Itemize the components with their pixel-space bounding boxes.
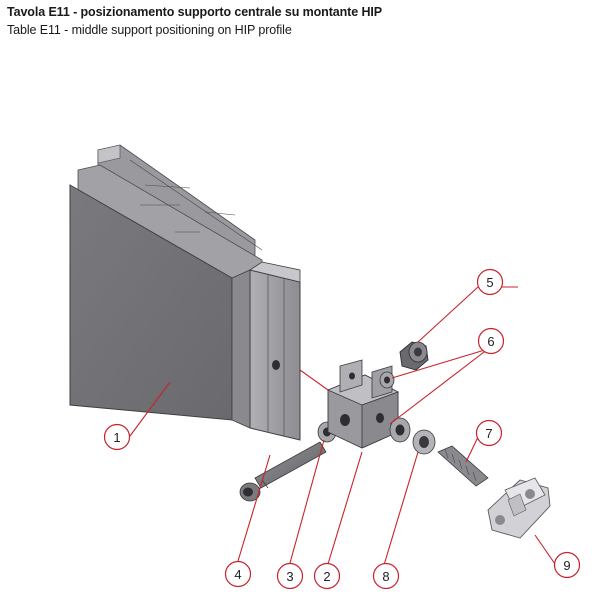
callout-8: 8 bbox=[372, 562, 400, 590]
hip-profile-part bbox=[69, 144, 301, 441]
callout-label-9: 9 bbox=[563, 558, 570, 573]
nut-part bbox=[399, 341, 429, 371]
glass-clamp-part bbox=[487, 477, 551, 539]
washer-part-small bbox=[379, 371, 395, 389]
callout-5: 5 bbox=[476, 268, 504, 296]
callout-7: 7 bbox=[475, 419, 503, 447]
callout-1: 1 bbox=[103, 423, 131, 451]
callout-3: 3 bbox=[276, 562, 304, 590]
diagram-subtitle: Table E11 - middle support positioning o… bbox=[7, 23, 292, 37]
callout-leaders bbox=[129, 286, 556, 566]
callout-label-6: 6 bbox=[487, 334, 494, 349]
callout-label-2: 2 bbox=[323, 569, 330, 584]
callout-4: 4 bbox=[224, 560, 252, 588]
callout-label-7: 7 bbox=[485, 426, 492, 441]
callout-9: 9 bbox=[553, 551, 581, 579]
callout-2: 2 bbox=[313, 562, 341, 590]
callout-label-1: 1 bbox=[113, 430, 120, 445]
callout-label-3: 3 bbox=[286, 569, 293, 584]
callout-6: 6 bbox=[477, 327, 505, 355]
bolt-part bbox=[239, 441, 327, 502]
callout-label-5: 5 bbox=[486, 275, 493, 290]
bracket-part bbox=[326, 359, 399, 449]
callout-label-8: 8 bbox=[382, 569, 389, 584]
spacer-ring-part bbox=[412, 429, 436, 455]
threaded-stud-part bbox=[437, 445, 489, 487]
washer-part-6 bbox=[389, 417, 411, 443]
diagram-title: Tavola E11 - posizionamento supporto cen… bbox=[7, 5, 382, 19]
callout-label-4: 4 bbox=[234, 567, 241, 582]
